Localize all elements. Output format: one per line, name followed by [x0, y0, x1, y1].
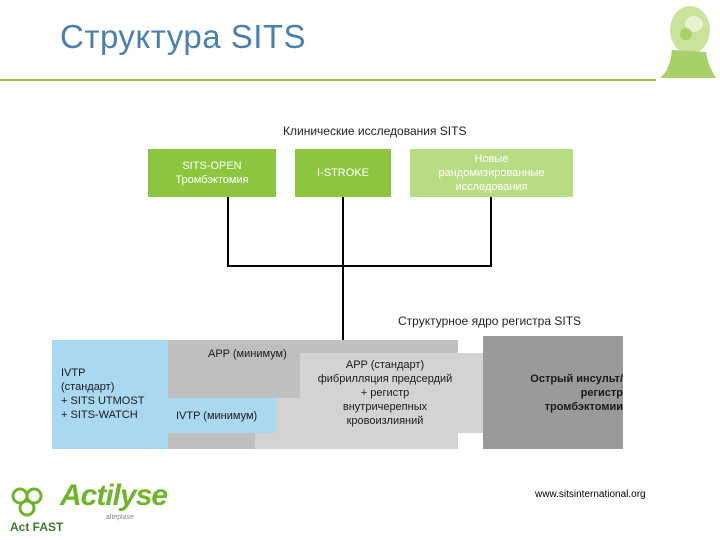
app-std-line3: + регистр: [300, 386, 470, 400]
box-new-rct-line1: Новые: [475, 152, 509, 166]
app-std-line2: фибрилляция предсердий: [300, 372, 470, 386]
box-new-rct-line2: рандомизированные: [439, 166, 545, 180]
connector-right: [490, 197, 492, 267]
acute-stroke-line2: регистр: [497, 386, 623, 400]
box-new-rct: Новые рандомизированные исследования: [410, 149, 573, 197]
app-std-text: APP (стандарт) фибрилляция предсердий + …: [300, 358, 470, 428]
connector-horizontal: [227, 265, 492, 267]
acute-stroke-line3: тромбэктомии: [497, 400, 623, 414]
ivtp-std-line2: (стандарт): [61, 380, 144, 394]
actilyse-logo-icon: [10, 486, 58, 520]
page-title: Структура SITS: [60, 18, 306, 56]
head-icon: [650, 0, 720, 78]
acute-stroke-text: Острый инсульт/ регистр тромбэктомии: [497, 372, 623, 414]
box-i-stroke: I-STROKE: [295, 149, 391, 197]
ivtp-std-line4: + SITS-WATCH: [61, 408, 144, 422]
act-fast-tagline: Act FAST: [10, 520, 63, 534]
core-registry-label: Структурное ядро регистра SITS: [398, 314, 581, 328]
box-sits-open-line1: SITS-OPEN: [182, 159, 241, 173]
connector-left: [227, 197, 229, 267]
app-std-line4: внутричерепных: [300, 400, 470, 414]
box-sits-open: SITS-OPEN Тромбэктомия: [148, 149, 276, 197]
box-new-rct-line3: исследования: [456, 180, 528, 194]
app-min-label: APP (минимум): [208, 347, 287, 361]
actilyse-wordmark: Actilyse: [60, 479, 167, 513]
app-std-line5: кровоизлияний: [300, 414, 470, 428]
connector-center: [342, 197, 344, 341]
actilyse-subtext: alteplase: [106, 514, 134, 521]
ivtp-min-label: IVTP (минимум): [176, 409, 257, 423]
app-std-line1: APP (стандарт): [300, 358, 470, 372]
box-sits-open-line2: Тромбэктомия: [175, 173, 248, 187]
title-divider: [0, 79, 656, 81]
footer-url: www.sitsinternational.org: [535, 489, 646, 500]
ivtp-std-text: IVTP (стандарт) + SITS UTMOST + SITS-WAT…: [61, 366, 144, 422]
ivtp-std-line3: + SITS UTMOST: [61, 394, 144, 408]
box-i-stroke-line1: I-STROKE: [317, 166, 369, 180]
clinical-trials-label: Клинические исследования SITS: [283, 124, 466, 138]
acute-stroke-line1: Острый инсульт/: [497, 372, 623, 386]
ivtp-std-line1: IVTP: [61, 366, 144, 380]
